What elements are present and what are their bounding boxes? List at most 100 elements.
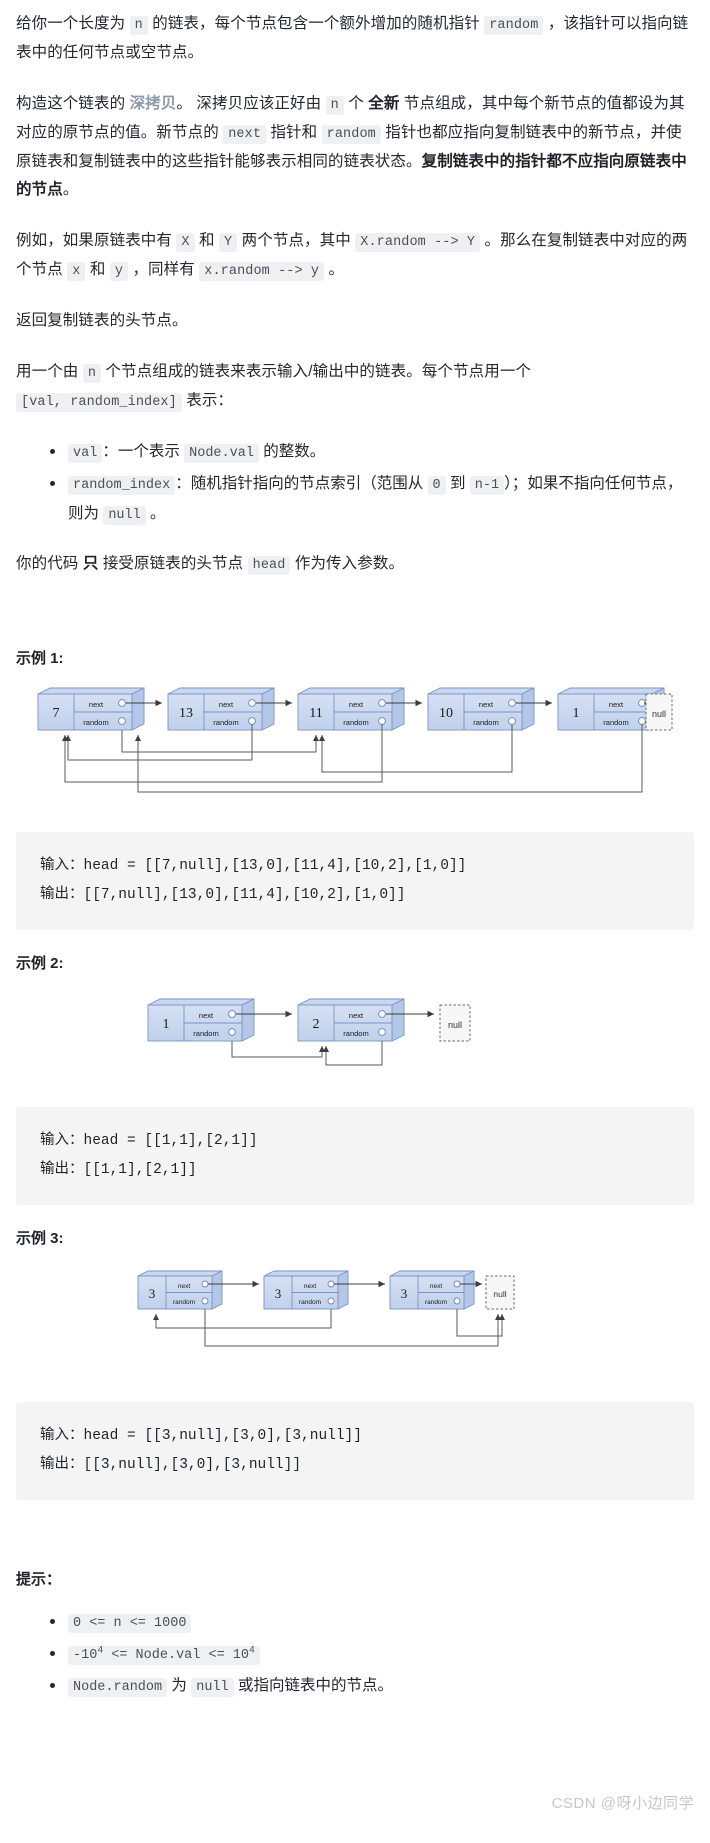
code-val-range: -104 <= Node.val <= 104: [68, 1644, 260, 1665]
ex2-input-value: head = [[1,1],[2,1]]: [83, 1133, 258, 1150]
svg-text:null: null: [652, 709, 666, 719]
example-2-diagram: 1 next random 2 next random null: [16, 991, 694, 1081]
example-3-diagram: 3 next random 3 next random: [16, 1266, 694, 1376]
p2-text-e: 指针和: [266, 123, 322, 141]
example-1-code: 输入：head = [[7,null],[13,0],[11,4],[10,2]…: [16, 832, 694, 931]
ex3-input-label: 输入：: [40, 1428, 84, 1445]
example-1-diagram: 7 next random 13 next random: [16, 686, 694, 806]
svg-text:random: random: [343, 718, 368, 727]
p3-text-a: 例如，如果原链表中有: [16, 231, 177, 249]
code-head: head: [247, 556, 291, 576]
svg-text:next: next: [219, 700, 234, 709]
ex3-output-label: 输出：: [40, 1457, 84, 1474]
val-range-sup1: 4: [97, 1644, 104, 1656]
code-val: val: [68, 444, 103, 464]
svg-text:1: 1: [163, 1017, 170, 1032]
code-n-range: 0 <= n <= 1000: [68, 1614, 192, 1634]
svg-text:random: random: [473, 718, 498, 727]
svg-text:11: 11: [309, 706, 322, 721]
p2-bold-no-original: 复制链表中的指针都不应指向原链表中的节点: [16, 152, 687, 199]
li2-text-d: 。: [145, 504, 166, 522]
svg-text:random: random: [343, 1029, 368, 1038]
node-11: 11 next random: [297, 687, 405, 732]
svg-text:next: next: [430, 1283, 442, 1290]
svg-text:3: 3: [149, 1286, 156, 1301]
example-3-title: 示例 3:: [16, 1230, 64, 1248]
svg-text:1: 1: [573, 706, 580, 721]
svg-text:next: next: [199, 1011, 214, 1020]
p6-bold-only: 只: [82, 555, 99, 573]
p2-text-g: 。: [62, 181, 79, 199]
list-item-val: val：一个表示 Node.val 的整数。: [50, 437, 694, 467]
p3-text-e: 和: [85, 260, 110, 278]
ex3-output-value: [[3,null],[3,0],[3,null]]: [83, 1457, 302, 1474]
svg-text:random: random: [83, 718, 108, 727]
code-node-random: Node.random: [68, 1677, 168, 1697]
node-2: 2 next random: [297, 998, 405, 1043]
paragraph-1: 给你一个长度为 n 的链表，每个节点包含一个额外增加的随机指针 random ，…: [16, 10, 694, 68]
code-Y: Y: [219, 232, 238, 252]
code-X-random-Y: X.random --> Y: [355, 232, 481, 252]
li1-text-a: ：一个表示: [102, 443, 185, 461]
code-n-2: n: [325, 95, 344, 115]
val-range-mid: <= Node.val <= 10: [103, 1648, 249, 1663]
ex2-output-value: [[1,1],[2,1]]: [83, 1162, 197, 1179]
ex2-output-label: 输出：: [40, 1162, 84, 1179]
node-7: 7 next random: [37, 687, 145, 732]
p2-text-c: 个: [343, 94, 369, 112]
code-n-minus-1: n-1: [469, 476, 505, 496]
p1-text-c: ，该指针可以指向链表中的任何节点或空节点。: [16, 15, 689, 61]
val-range-pre: -10: [73, 1648, 98, 1663]
hint3-text-a: 为: [167, 1676, 192, 1694]
p2-text-d: 节点组成，其中每个新节点的值都设为其对应的原节点的值。新节点的: [16, 94, 685, 141]
li2-text-b: 到: [445, 475, 470, 493]
val-range-sup2: 4: [248, 1644, 255, 1656]
code-next-1: next: [223, 124, 267, 144]
node-3-c: 3 next random: [389, 1270, 475, 1311]
svg-text:10: 10: [439, 706, 453, 721]
hints-title: 提示：: [16, 1571, 62, 1589]
svg-text:next: next: [304, 1283, 316, 1290]
code-n-1: n: [129, 16, 148, 35]
ex3-input-value: head = [[3,null],[3,0],[3,null]]: [83, 1428, 362, 1445]
code-n-3: n: [82, 363, 102, 383]
ex1-output-label: 输出：: [40, 887, 84, 904]
null-node: null: [439, 1004, 471, 1042]
svg-text:next: next: [349, 1011, 364, 1020]
hints-list: 0 <= n <= 1000 -104 <= Node.val <= 104 N…: [16, 1607, 694, 1700]
svg-text:random: random: [173, 1299, 195, 1306]
p2-text-b: 。 深拷贝应该正好由: [176, 94, 326, 112]
code-x: x: [67, 261, 86, 281]
paragraph-4: 返回复制链表的头节点。: [16, 311, 188, 329]
svg-text:next: next: [349, 700, 364, 709]
svg-text:next: next: [609, 700, 624, 709]
code-random-index: random_index: [68, 476, 176, 496]
svg-text:next: next: [89, 700, 104, 709]
code-random-2: random: [321, 124, 381, 144]
p5-text-b: 个节点组成的链表来表示输入/输出中的链表。每个节点用一个: [101, 362, 532, 380]
hint3-text-b: 或指向链表中的节点。: [233, 1676, 393, 1694]
p6-text-a: 你的代码: [16, 555, 83, 573]
example-1-title: 示例 1:: [16, 650, 64, 668]
p2-text-f: 指针也都应指向复制链表中的新节点，并使原链表和复制链表中的这些指针能够表示相同的…: [16, 123, 682, 170]
hint-item-val-range: -104 <= Node.val <= 104: [50, 1639, 694, 1669]
deepcopy-link[interactable]: 深拷贝: [129, 94, 177, 112]
null-node: null: [645, 693, 673, 731]
p6-text-b: 接受原链表的头节点: [98, 555, 248, 573]
ex1-output-value: [[7,null],[13,0],[11,4],[10,2],[1,0]]: [83, 887, 406, 904]
hint-item-random: Node.random 为 null 或指向链表中的节点。: [50, 1671, 694, 1701]
p5-text-a: 用一个由: [16, 362, 83, 380]
code-null-1: null: [103, 505, 146, 525]
code-node-val: Node.val: [184, 444, 259, 464]
node-1: 1 next random: [147, 998, 255, 1043]
p3-text-f: ，同样有: [128, 260, 200, 278]
svg-text:random: random: [299, 1299, 321, 1306]
code-zero: 0: [427, 476, 446, 496]
svg-text:2: 2: [313, 1017, 320, 1032]
ex2-input-label: 输入：: [40, 1133, 84, 1150]
node-3-a: 3 next random: [137, 1270, 223, 1311]
csdn-watermark: CSDN @呀小边同学: [551, 1795, 694, 1812]
p3-text-d: 。那么在复制链表中对应的两个节点: [16, 231, 688, 278]
p2-bold-brandnew: 全新: [368, 94, 400, 112]
example-2-code: 输入：head = [[1,1],[2,1]] 输出：[[1,1],[2,1]]: [16, 1107, 694, 1206]
